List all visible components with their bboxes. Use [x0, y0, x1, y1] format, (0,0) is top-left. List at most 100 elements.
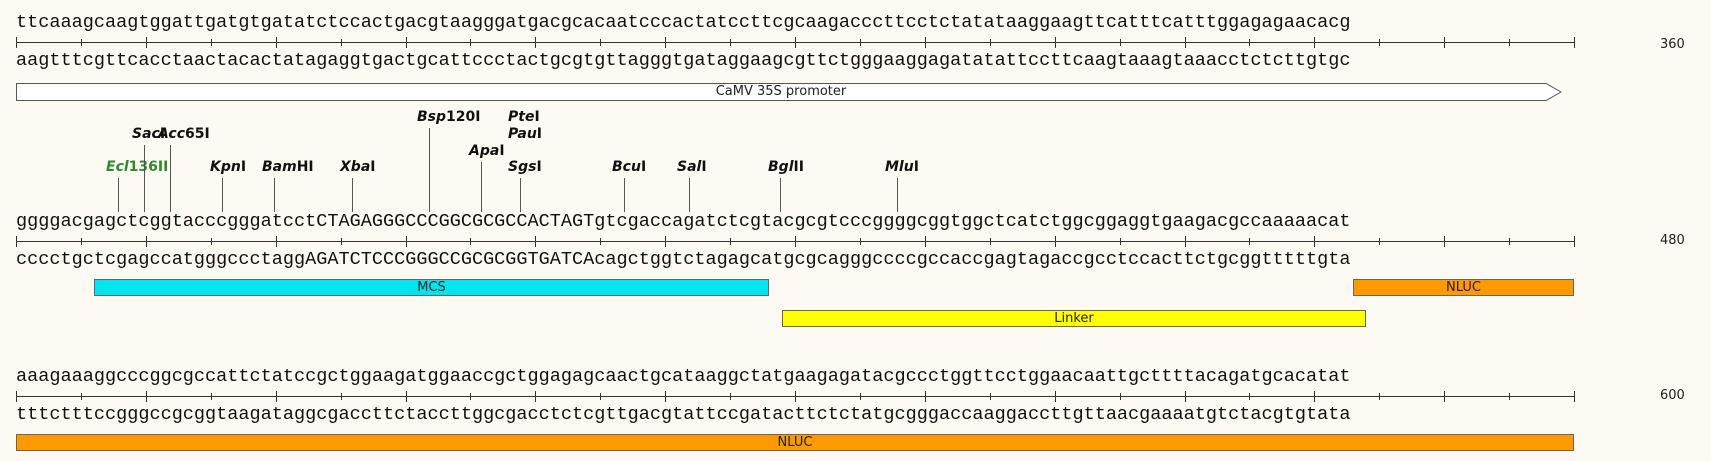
- ruler-tick: [470, 39, 471, 46]
- ruler-tick: [276, 391, 277, 402]
- enzyme-bglii-label[interactable]: BglII: [768, 159, 804, 175]
- enzyme-paui-label[interactable]: PauI: [508, 126, 542, 142]
- enzyme-name-suffix: I: [913, 159, 919, 175]
- enzyme-name-suffix: HI: [296, 159, 314, 175]
- enzyme-name-prefix: Pau: [508, 126, 537, 142]
- ruler-tick: [470, 393, 471, 400]
- ruler-tick: [1314, 37, 1315, 48]
- enzyme-name-suffix: I: [536, 159, 542, 175]
- enzyme-sali-label[interactable]: SalI: [677, 159, 707, 175]
- enzyme-bsp120i-cut-line: [429, 128, 430, 212]
- ruler-tick: [1055, 236, 1056, 247]
- ruler-tick: [600, 39, 601, 46]
- bottom-strand: tttctttccgggccgcggtaagataggcgaccttctacct…: [16, 404, 1351, 425]
- enzyme-bamhi-label[interactable]: BamHI: [262, 159, 314, 175]
- enzyme-ptei-label[interactable]: PteI: [508, 109, 540, 125]
- ruler-tick: [81, 39, 82, 46]
- ruler-tick: [1249, 238, 1250, 245]
- ruler-tick: [1444, 37, 1445, 48]
- feature-label: MCS: [417, 280, 446, 295]
- position-number: 480: [1660, 233, 1685, 248]
- ruler-tick: [1120, 39, 1121, 46]
- ruler-tick: [211, 393, 212, 400]
- nluc-feature[interactable]: NLUC: [1353, 279, 1574, 296]
- enzyme-ecl136ii-label[interactable]: Ecl136II: [106, 159, 168, 175]
- enzyme-saci-label[interactable]: SacI: [132, 126, 165, 142]
- ruler-tick: [470, 238, 471, 245]
- ruler-tick: [341, 238, 342, 245]
- enzyme-sgsi-label[interactable]: SgsI: [508, 159, 542, 175]
- ruler-tick: [146, 37, 147, 48]
- enzyme-name-prefix: Ecl: [106, 159, 129, 175]
- enzyme-name-suffix: II: [793, 159, 804, 175]
- ruler-tick: [16, 391, 17, 402]
- enzyme-name-prefix: Sal: [677, 159, 702, 175]
- enzyme-mlui-label[interactable]: MluI: [885, 159, 919, 175]
- enzyme-apai-cut-line: [481, 162, 482, 212]
- enzyme-apai-label[interactable]: ApaI: [469, 143, 505, 159]
- ruler-tick: [1379, 238, 1380, 245]
- ruler-tick: [1509, 393, 1510, 400]
- enzyme-xbai-cut-line: [352, 178, 353, 212]
- ruler-tick: [406, 391, 407, 402]
- enzyme-xbai-label[interactable]: XbaI: [340, 159, 375, 175]
- ruler-tick: [211, 39, 212, 46]
- enzyme-sali-cut-line: [689, 178, 690, 212]
- enzyme-name-prefix: Bsp: [417, 109, 447, 125]
- ruler-tick: [535, 236, 536, 247]
- ruler-tick: [16, 236, 17, 247]
- top-strand: ggggacgagctcggtacccgggatcctCTAGAGGGCCCGG…: [16, 211, 1351, 232]
- ruler-tick: [860, 393, 861, 400]
- ruler-tick: [1379, 39, 1380, 46]
- enzyme-bamhi-cut-line: [274, 178, 275, 212]
- enzyme-acc65i-cut-line: [170, 145, 171, 212]
- ruler-tick: [1055, 391, 1056, 402]
- ruler-tick: [211, 238, 212, 245]
- ruler-tick: [406, 236, 407, 247]
- enzyme-ecl136ii-cut-line: [118, 178, 119, 212]
- ruler-tick: [1574, 236, 1575, 247]
- ruler-tick: [81, 238, 82, 245]
- enzyme-name-prefix: Pte: [508, 109, 535, 125]
- mcs-feature[interactable]: MCS: [94, 279, 769, 296]
- enzyme-name-suffix: I: [536, 126, 542, 142]
- ruler-tick: [1444, 391, 1445, 402]
- ruler-tick: [1120, 393, 1121, 400]
- ruler-tick: [406, 37, 407, 48]
- enzyme-name-suffix: I: [701, 159, 707, 175]
- ruler-tick: [730, 393, 731, 400]
- ruler-tick: [1574, 391, 1575, 402]
- position-number: 360: [1660, 37, 1685, 52]
- ruler-tick: [1120, 238, 1121, 245]
- ruler-tick: [1314, 391, 1315, 402]
- promoter-feature[interactable]: CaMV 35S promoter: [16, 83, 1566, 101]
- ruler-tick: [730, 39, 731, 46]
- ruler-tick: [535, 37, 536, 48]
- enzyme-kpni-label[interactable]: KpnI: [210, 159, 246, 175]
- ruler-tick: [795, 37, 796, 48]
- enzyme-name-prefix: Bgl: [768, 159, 794, 175]
- ruler-tick: [1055, 37, 1056, 48]
- enzyme-name-prefix: Apa: [469, 143, 500, 159]
- enzyme-name-prefix: Sgs: [508, 159, 537, 175]
- nluc-feature[interactable]: NLUC: [16, 434, 1574, 451]
- ruler-tick: [990, 39, 991, 46]
- enzyme-bsp120i-label[interactable]: Bsp120I: [417, 109, 480, 125]
- enzyme-name-suffix: I: [240, 159, 247, 175]
- bottom-strand: cccctgctcgagccatgggccctaggAGATCTCCCGGGCC…: [16, 249, 1351, 270]
- ruler-tick: [1249, 39, 1250, 46]
- enzyme-bcui-label[interactable]: BcuI: [612, 159, 646, 175]
- enzyme-name-suffix: 120I: [446, 109, 481, 125]
- enzyme-name-suffix: I: [159, 126, 166, 142]
- ruler-tick: [665, 391, 666, 402]
- enzyme-name-suffix: I: [640, 159, 647, 175]
- ruler-tick: [1509, 238, 1510, 245]
- linker-feature[interactable]: Linker: [782, 310, 1366, 327]
- enzyme-acc65i-label[interactable]: Acc65I: [158, 126, 210, 142]
- ruler-tick: [341, 393, 342, 400]
- enzyme-name-prefix: Bcu: [612, 159, 641, 175]
- ruler-tick: [1509, 39, 1510, 46]
- feature-label: NLUC: [1446, 280, 1481, 295]
- enzyme-bcui-cut-line: [624, 178, 625, 212]
- ruler-tick: [1185, 391, 1186, 402]
